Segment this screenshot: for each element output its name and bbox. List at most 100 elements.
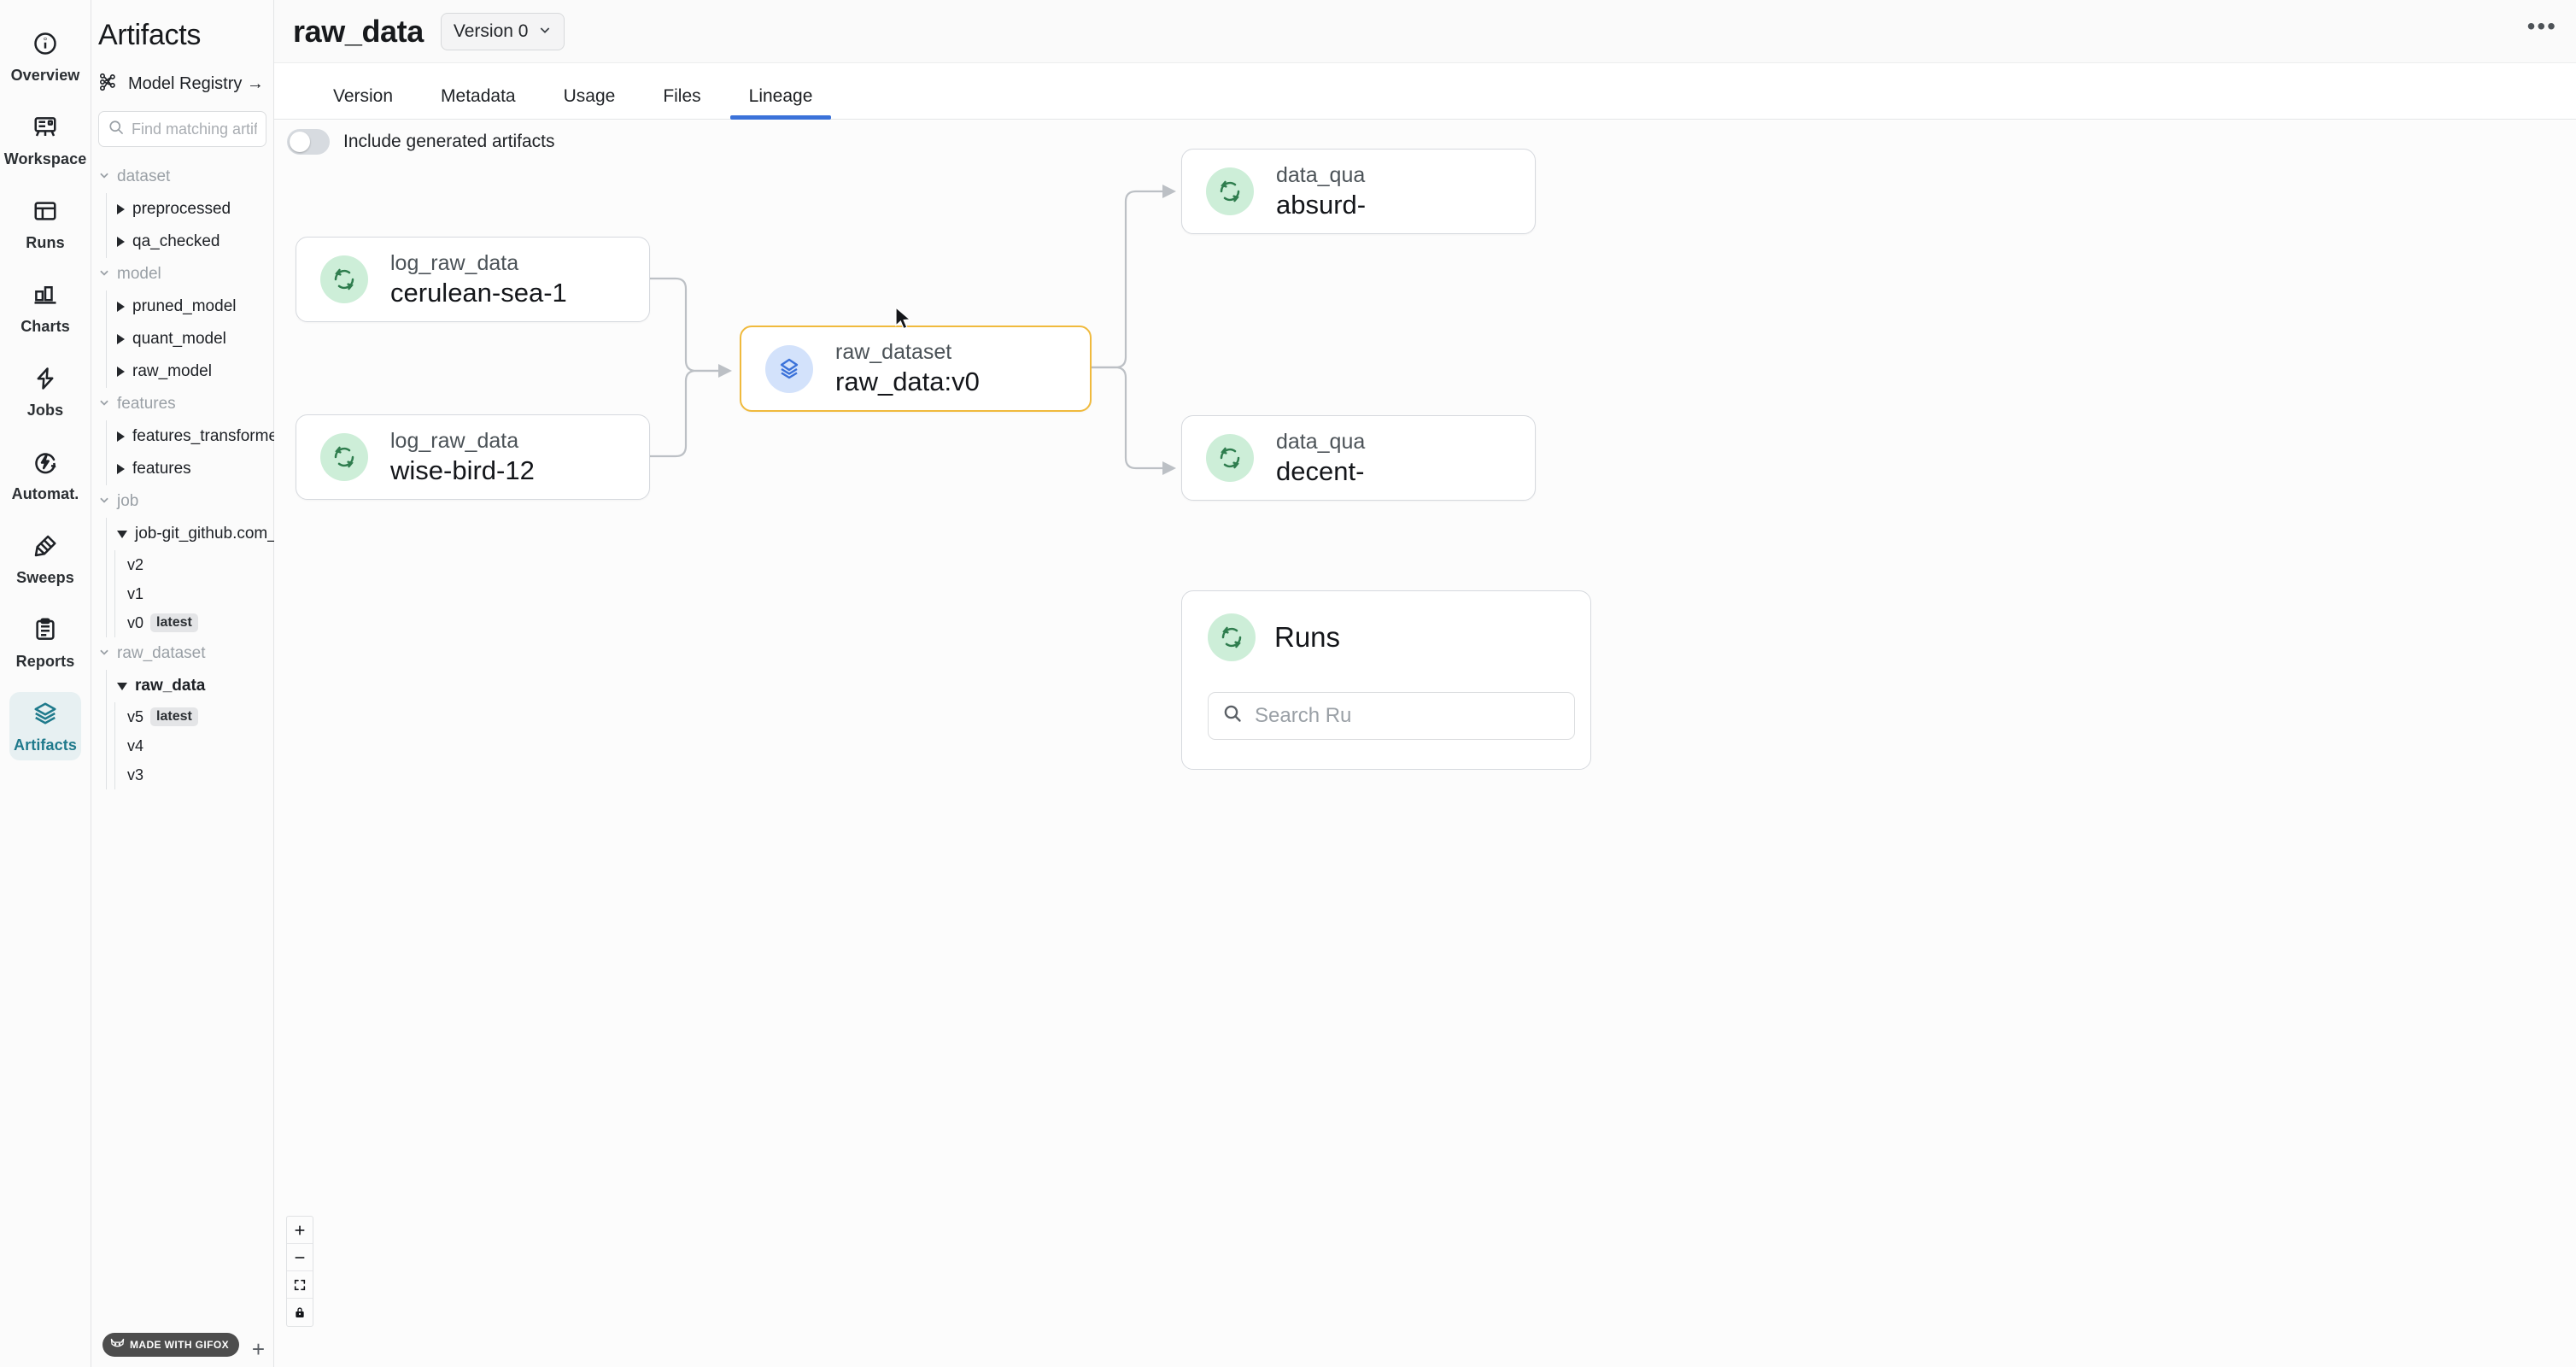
tab-files[interactable]: Files (663, 86, 701, 106)
model-registry-label: Model Registry → (128, 74, 264, 93)
chevron-right-icon (117, 367, 125, 377)
sidebar-item-label: Jobs (26, 402, 64, 419)
version-select[interactable]: Version 0 (440, 12, 565, 50)
lineage-node-run-absurd[interactable]: data_qua absurd- (1181, 149, 1536, 234)
runs-panel-title: Runs (1274, 621, 1341, 653)
tree-node-raw-model[interactable]: raw_model (107, 355, 273, 388)
sidebar-item-jobs[interactable]: Jobs (9, 357, 81, 425)
node-title: cerulean-sea-1 (390, 277, 567, 308)
tree-group-dataset[interactable]: dataset (98, 161, 273, 193)
sidebar-item-runs[interactable]: Runs (9, 190, 81, 258)
tab-usage[interactable]: Usage (563, 86, 616, 106)
sidebar-item-sweeps[interactable]: Sweeps (9, 525, 81, 593)
sidebar-item-artifacts[interactable]: Artifacts (9, 692, 81, 760)
sidebar-item-label: Sweeps (16, 569, 74, 586)
chevron-right-icon (117, 464, 125, 474)
tree-node-features-transformed[interactable]: features_transformed (107, 420, 287, 453)
tree-node-qa-checked[interactable]: qa_checked (107, 226, 273, 258)
version-label: v1 (127, 584, 144, 602)
layers-icon (32, 701, 58, 730)
model-registry-link[interactable]: Model Registry → (91, 52, 273, 97)
lineage-node-artifact-raw-data-v0[interactable]: raw_dataset raw_data:v0 (740, 326, 1092, 412)
include-generated-artifacts-toggle[interactable] (287, 129, 330, 155)
fit-view-button[interactable] (287, 1271, 313, 1299)
lineage-canvas[interactable]: Include generated artifacts (274, 120, 2576, 1367)
tree-group-model[interactable]: model (98, 258, 273, 290)
bolt-icon (32, 366, 58, 396)
node-text: data_qua absurd- (1276, 163, 1366, 220)
tree-children: features_transformed features (106, 420, 287, 485)
tree-group-job[interactable]: job (98, 485, 273, 518)
chevron-right-icon (117, 204, 125, 214)
lineage-node-run-wise-bird-12[interactable]: log_raw_data wise-bird-12 (296, 414, 650, 500)
tree-version-v5[interactable]: v5 latest (115, 702, 273, 731)
tree-version-v4[interactable]: v4 (115, 731, 273, 760)
node-subtitle: data_qua (1276, 162, 1366, 187)
sidebar-item-label: Runs (26, 234, 65, 251)
gifox-label: MADE WITH GIFOX (130, 1339, 229, 1351)
tree-node-quant-model[interactable]: quant_model (107, 323, 273, 355)
add-artifact-button[interactable]: + (251, 1336, 265, 1362)
tree-version-v0[interactable]: v0 latest (115, 608, 273, 637)
artifact-search[interactable] (98, 111, 266, 147)
runs-panel[interactable]: Runs Search Ru (1181, 590, 1591, 770)
tree-children: preprocessed qa_checked (106, 193, 273, 258)
chevron-down-icon (117, 530, 127, 538)
tab-lineage[interactable]: Lineage (729, 86, 832, 120)
tree-group-label: job (117, 492, 139, 510)
tree-group-raw-dataset[interactable]: raw_dataset (98, 637, 273, 670)
version-label: v4 (127, 736, 144, 754)
sidebar-item-label: Automat. (11, 485, 79, 502)
tree-version-v2[interactable]: v2 (115, 550, 273, 579)
report-icon (32, 617, 58, 647)
chevron-down-icon (98, 395, 110, 414)
sidebar-item-label: Workspace (3, 150, 87, 167)
tree-node-label: raw_model (132, 362, 212, 380)
tree-node-label: job-git_github.com_wa… (135, 525, 314, 543)
gifox-fox-icon (110, 1338, 125, 1352)
runs-search-input[interactable]: Search Ru (1208, 692, 1575, 740)
chevron-right-icon (117, 237, 125, 247)
tree-node-raw-data[interactable]: raw_data (107, 670, 273, 702)
artifact-header: raw_data Version 0 ••• (274, 0, 2576, 63)
artifact-title: raw_data (293, 13, 424, 49)
node-title: wise-bird-12 (390, 455, 535, 485)
tree-version-v1[interactable]: v1 (115, 579, 273, 608)
sidebar-item-overview[interactable]: Overview (9, 22, 81, 91)
chevron-down-icon (98, 492, 110, 511)
sidebar-item-workspace[interactable]: Workspace (4, 106, 86, 174)
artifacts-tree: dataset preprocessed qa_checked model (91, 161, 313, 789)
sidebar-item-automations[interactable]: Automat. (9, 441, 81, 509)
tree-node-job-git[interactable]: job-git_github.com_wa… (107, 518, 313, 550)
node-text: raw_dataset raw_data:v0 (835, 340, 980, 397)
lineage-node-run-cerulean-sea-1[interactable]: log_raw_data cerulean-sea-1 (296, 237, 650, 322)
overflow-menu-button[interactable]: ••• (2526, 12, 2557, 39)
node-subtitle: raw_dataset (835, 340, 952, 364)
search-input[interactable] (132, 120, 257, 138)
lock-button[interactable] (287, 1299, 313, 1326)
tab-metadata[interactable]: Metadata (441, 86, 516, 106)
tab-version[interactable]: Version (333, 86, 394, 106)
tree-node-pruned-model[interactable]: pruned_model (107, 290, 273, 323)
tree-node-features[interactable]: features (107, 453, 273, 485)
run-refresh-icon (320, 433, 368, 481)
sidebar-item-reports[interactable]: Reports (9, 608, 81, 677)
lineage-node-run-decent[interactable]: data_qua decent- (1181, 415, 1536, 501)
chevron-right-icon (117, 431, 125, 442)
toggle-label: Include generated artifacts (343, 132, 555, 151)
sidebar-item-label: Overview (10, 67, 80, 84)
tree-node-label: quant_model (132, 330, 226, 348)
tree-group-features[interactable]: features (98, 388, 273, 420)
layers-icon (765, 344, 813, 393)
tree-group-label: model (117, 265, 161, 283)
chevron-right-icon (117, 334, 125, 344)
zoom-in-button[interactable] (287, 1217, 313, 1244)
sidebar-item-charts[interactable]: Charts (9, 273, 81, 342)
tree-versions: v5 latest v4 v3 (114, 702, 273, 789)
version-label: v5 (127, 707, 144, 725)
zoom-out-button[interactable] (287, 1244, 313, 1271)
tree-version-v3[interactable]: v3 (115, 760, 273, 789)
tree-node-preprocessed[interactable]: preprocessed (107, 193, 273, 226)
automation-icon (32, 449, 58, 479)
